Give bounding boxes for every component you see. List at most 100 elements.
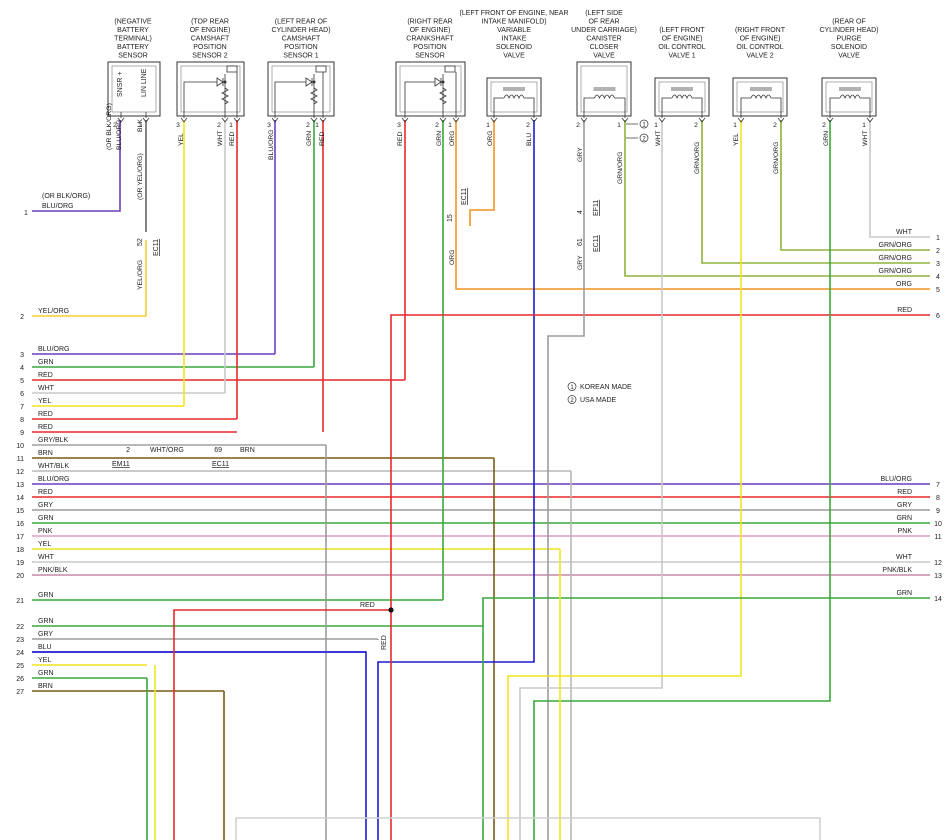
component-inner (490, 81, 538, 113)
wire-label-vertical: (OR YEL/ORG) (137, 153, 144, 200)
wire-label: PNK (898, 528, 913, 535)
wire-label-vertical: ORG (449, 131, 456, 146)
component-title: CLOSER (590, 44, 619, 51)
wire-right-3 (701, 120, 930, 264)
component-title: VALVE (503, 53, 525, 60)
coil-leads (661, 97, 703, 112)
wire-number-left: 10 (16, 443, 24, 450)
wire-vert (469, 120, 495, 226)
pin-terminal (777, 117, 785, 123)
component-inner (825, 81, 873, 113)
pin-terminal (271, 117, 279, 123)
pin-terminal (439, 117, 447, 123)
wire-label-vertical: BLU (526, 133, 533, 146)
component-title: (RIGHT FRONT (735, 27, 786, 34)
component-title: VALVE 1 (668, 53, 695, 60)
component-body (654, 77, 710, 117)
component-title: POSITION (193, 44, 226, 51)
component-title: VALVE 2 (746, 53, 773, 60)
component-title: VARIABLE (497, 27, 531, 34)
component-title: SENSOR (118, 53, 148, 60)
component-title: VALVE (838, 53, 860, 60)
component-title: SOLENOID (496, 44, 532, 51)
component-title: CANISTER (586, 36, 621, 43)
component-title: (RIGHT REAR (407, 19, 452, 26)
pin-number: 2 (306, 122, 310, 129)
component-title: CAMSHAFT (282, 36, 321, 43)
wire-number-right: 7 (936, 482, 940, 489)
note-number-circle (567, 382, 577, 391)
wire-label: (OR BLK/ORG) (42, 193, 90, 200)
wire-label-vertical: YEL/ORG (137, 260, 144, 290)
solenoid-core (750, 87, 772, 91)
sensor-circuit (274, 65, 327, 112)
note-text: USA MADE (580, 397, 617, 404)
wire-label-vertical: RED (229, 132, 236, 146)
component-title: OF ENGINE) (740, 36, 781, 43)
wire-label: GRN/ORG (879, 268, 912, 275)
wire-label: BLU (38, 644, 52, 651)
pin-number: 1 (138, 122, 142, 129)
wire-vert (173, 609, 391, 840)
wire-label-vertical: YEL (178, 133, 185, 146)
component-title: UNDER CARRIAGE) (571, 27, 637, 34)
labels-layer: 1(OR BLK/ORG)BLU/ORG2YEL/ORG3BLU/ORG4GRN… (16, 103, 942, 696)
junction-dot (312, 80, 316, 84)
coil-leads (740, 97, 782, 112)
pin-number: 1 (733, 122, 737, 129)
sensor-circuit (404, 65, 457, 112)
wire-vert (507, 120, 742, 840)
wire-label-vertical: GRN (436, 131, 443, 146)
wire-number-right: 13 (934, 573, 942, 580)
pin-terminal (117, 117, 125, 123)
solenoid-coil (503, 94, 525, 100)
wire-number-left: 27 (16, 689, 24, 696)
wires-layer (32, 120, 930, 840)
component-inner (271, 65, 331, 113)
wire-label: GRN (38, 592, 54, 599)
wire-number-left: 22 (16, 624, 24, 631)
sensor-circuit (183, 65, 238, 112)
wire-label: YEL (38, 657, 51, 664)
wire-number-left: 3 (20, 352, 24, 359)
component-body (732, 77, 788, 117)
wire-number-left: 6 (20, 391, 24, 398)
component-title: SOLENOID (831, 44, 867, 51)
wire-number-left: 21 (16, 598, 24, 605)
wire-label: YEL (38, 541, 51, 548)
component-title: VALVE (593, 53, 615, 60)
wire-number-right: 2 (936, 248, 940, 255)
wire-right-6 (390, 314, 930, 840)
pin-number: 2 (773, 122, 777, 129)
wire-label: GRN (38, 515, 54, 522)
wire-vert (547, 120, 585, 840)
component-body (576, 61, 632, 117)
wire-label-vertical: BLU/ORG (116, 119, 123, 150)
component-title: SENSOR 2 (192, 53, 228, 60)
wire-vert (235, 817, 821, 840)
connector-name: EC11 (461, 188, 468, 205)
wire-label: YEL/ORG (38, 308, 69, 315)
splice-dot (388, 607, 394, 613)
wire-label: WHT/BLK (38, 463, 69, 470)
component-title: PURGE (837, 36, 862, 43)
wire-number-left: 26 (16, 676, 24, 683)
wire-label: RED (38, 489, 53, 496)
component-inner (580, 65, 628, 113)
wire-number-left: 23 (16, 637, 24, 644)
wire-label: RED (360, 602, 375, 609)
wire-label-vertical: GRY (577, 147, 584, 162)
component-title: TERMINAL) (114, 36, 152, 43)
pin-number: 1 (617, 122, 621, 129)
pin-terminal (233, 117, 241, 123)
wire-label-vertical: (OR BLK/ORG) (106, 103, 113, 150)
note-number-circle (639, 133, 649, 143)
component-inner (399, 65, 462, 113)
pin-terminal (737, 117, 745, 123)
wire-label-vertical: WHT (655, 131, 662, 146)
component-title: POSITION (284, 44, 317, 51)
